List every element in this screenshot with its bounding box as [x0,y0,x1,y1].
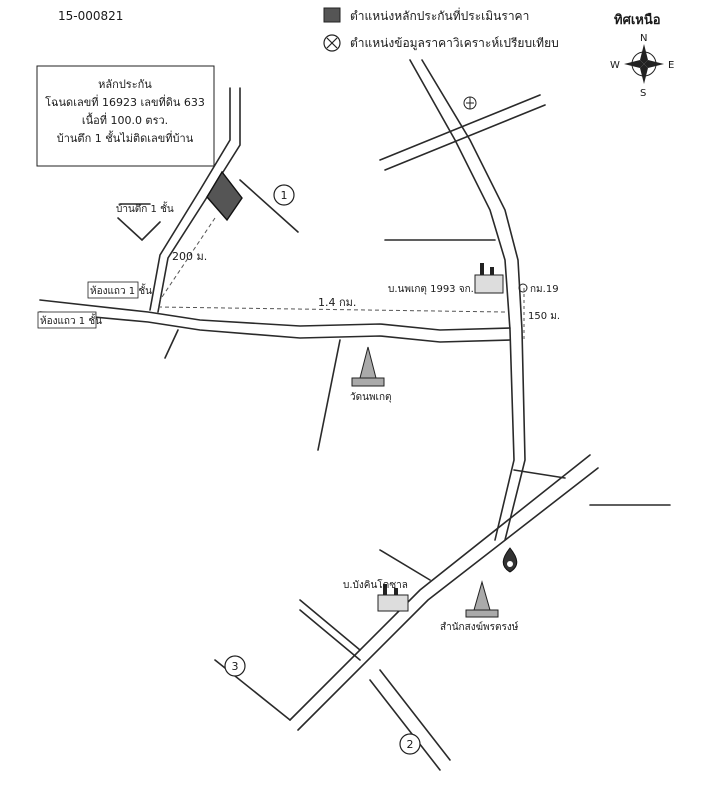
road-main-south-edge [39,311,511,343]
temple-2-icon [465,580,499,618]
factory-icon [474,263,504,294]
collateral-plot [206,170,243,222]
compass-e: E [668,60,674,71]
label-km19: กม.19 [530,284,559,295]
legend: ตำแหน่งหลักประกันที่ประเมินราคา ตำแหน่งข… [323,7,559,52]
compass-s: S [640,88,646,99]
north-title: ทิศเหนือ [614,12,661,28]
factory-2-icon [377,584,409,612]
marker-2-label: 2 [407,738,414,751]
house-outline [117,217,161,242]
road-main-north-edge [39,299,511,331]
marker-2: 2 [399,733,421,755]
road-cross-sw-2 [299,609,361,661]
road-cross-lower [513,469,566,479]
temple-icon [351,346,385,387]
road-diagonal-north-edge [289,454,591,721]
road-cross-se-2 [369,679,441,771]
legend-collateral-swatch [323,7,341,23]
info-line-3: เนื้อที่ 100.0 ตรว. [82,112,168,127]
document-id: 15-000821 [58,9,123,23]
road-branch-1 [239,179,299,233]
marker-1: 1 [273,184,295,206]
road-highway-west-edge [409,59,515,541]
road-cross-top-1 [379,94,541,161]
label-company-1: บ.นพเกตุ 1993 จก. [388,284,474,295]
road-spur-temple [317,339,341,451]
label-house-1: บ้านตึก 1 ชั้น [116,201,174,215]
road-network [39,59,671,771]
road-soi-west [149,87,231,311]
info-line-2: โฉนดเลขที่ 16923 เลขที่ดิน 633 [45,94,205,109]
label-150m: 150 ม. [528,311,560,322]
label-company-2: บ.บังคินโคซาล [343,578,408,591]
road-highway-east-edge [421,59,526,541]
compass-n: N [640,33,647,44]
gas-station-icon [502,547,518,573]
road-west-branch [379,549,431,581]
north-compass: ทิศเหนือ N S E W [610,12,674,99]
distance-line-1-4km [157,306,506,313]
label-townhouse-a: ห้องแถว 1 ชั้น [90,283,152,297]
landmark-icon [463,96,477,110]
collateral-info-box: หลักประกัน โฉนดเลขที่ 16923 เลขที่ดิน 63… [36,65,215,167]
km-post-icon [518,283,528,293]
info-line-4: บ้านตึก 1 ชั้นไม่ติดเลขที่บ้าน [57,130,194,145]
road-cross-sw-1 [299,599,361,651]
collateral-marker-icon [206,170,243,222]
legend-collateral-label: ตำแหน่งหลักประกันที่ประเมินราคา [350,7,529,23]
info-line-1: หลักประกัน [98,78,152,91]
marker-3-label: 3 [232,660,239,673]
road-cross-se-1 [379,669,451,761]
marker-3: 3 [224,655,246,677]
road-spur-1 [164,329,179,359]
marker-1-label: 1 [281,189,288,202]
legend-comparable-label: ตำแหน่งข้อมูลราคาวิเคราะห์เปรียบเทียบ [350,36,559,51]
compass-rose-icon [624,44,664,84]
label-temple-2: สำนักสงฆ์พรตรงษ์ [440,621,519,633]
label-temple-1: วัดนพเกตุ [350,392,392,403]
road-diagonal-south-edge [297,467,599,731]
legend-comparable-icon [323,34,341,52]
distance-line-200m [159,217,216,301]
label-1-4km: 1.4 กม. [318,296,356,309]
road-cross-top-2 [384,104,546,171]
label-townhouse-b: ห้องแถว 1 ชั้น [40,313,102,327]
label-200m: 200 ม. [172,250,207,263]
compass-w: W [610,60,620,71]
